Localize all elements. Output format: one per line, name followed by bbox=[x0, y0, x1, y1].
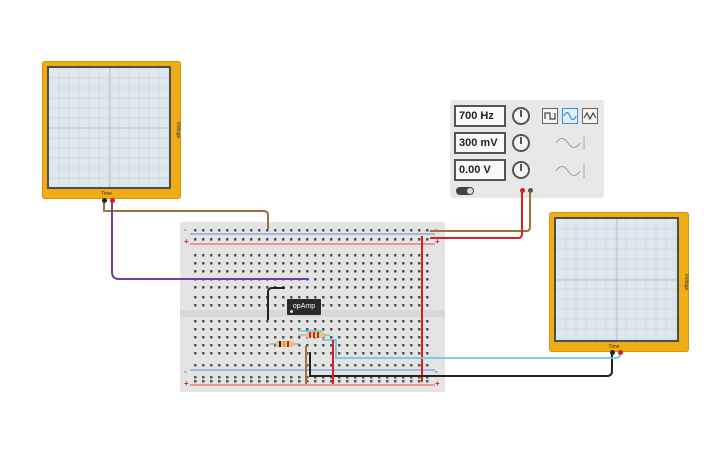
square-wave-icon bbox=[544, 112, 556, 120]
scope-left-terminal-red[interactable] bbox=[110, 198, 115, 203]
rail-sign-minus-bottom-right: - bbox=[435, 367, 438, 376]
oscilloscope-left-screen bbox=[47, 66, 171, 189]
triangle-wave-button[interactable] bbox=[582, 108, 598, 124]
amplitude-knob[interactable] bbox=[512, 134, 530, 152]
oscilloscope-right[interactable]: Time Voltage bbox=[549, 212, 689, 352]
frequency-knob[interactable] bbox=[512, 107, 530, 125]
scope-right-voltage-label: Voltage bbox=[683, 273, 689, 291]
amplitude-display: 300 mV bbox=[454, 132, 506, 154]
rail-sign-plus-bottom-left: + bbox=[184, 379, 189, 388]
scope-right-terminal-black[interactable] bbox=[610, 350, 615, 355]
sine-wave-icon bbox=[563, 111, 577, 121]
scope-left-time-label: Time bbox=[101, 191, 112, 197]
opamp-chip[interactable]: opAmp bbox=[287, 299, 321, 315]
frequency-display: 700 Hz bbox=[454, 105, 506, 127]
dc-offset-display: 0.00 V bbox=[454, 159, 506, 181]
rail-sign-plus-top-left: + bbox=[184, 237, 189, 246]
rail-sign-minus-top-left: - bbox=[184, 225, 187, 234]
scope-left-grid bbox=[49, 68, 169, 187]
triangle-wave-icon bbox=[583, 111, 597, 121]
frequency-wave-icon bbox=[555, 136, 585, 150]
sine-wave-button[interactable] bbox=[562, 108, 578, 124]
fg-terminal-negative[interactable] bbox=[528, 188, 533, 193]
scope-right-terminal-red[interactable] bbox=[618, 350, 623, 355]
fg-terminal-positive[interactable] bbox=[520, 188, 525, 193]
square-wave-button[interactable] bbox=[542, 108, 558, 124]
scope-right-grid bbox=[556, 219, 677, 340]
oscilloscope-right-screen bbox=[554, 217, 679, 342]
rail-sign-plus-bottom-right: + bbox=[435, 379, 440, 388]
power-switch[interactable] bbox=[456, 187, 474, 195]
rail-sign-minus-bottom-left: - bbox=[184, 367, 187, 376]
function-generator[interactable]: 700 Hz 300 mV 0.00 V bbox=[450, 100, 604, 198]
oscilloscope-left[interactable]: Time Voltage bbox=[42, 61, 181, 199]
rail-sign-minus-top-right: - bbox=[435, 225, 438, 234]
rail-sign-plus-top-right: + bbox=[435, 237, 440, 246]
scope-left-terminal-black[interactable] bbox=[102, 198, 107, 203]
amplitude-wave-icon bbox=[555, 164, 585, 178]
scope-left-voltage-label: Voltage bbox=[175, 121, 181, 139]
dc-offset-knob[interactable] bbox=[512, 161, 530, 179]
